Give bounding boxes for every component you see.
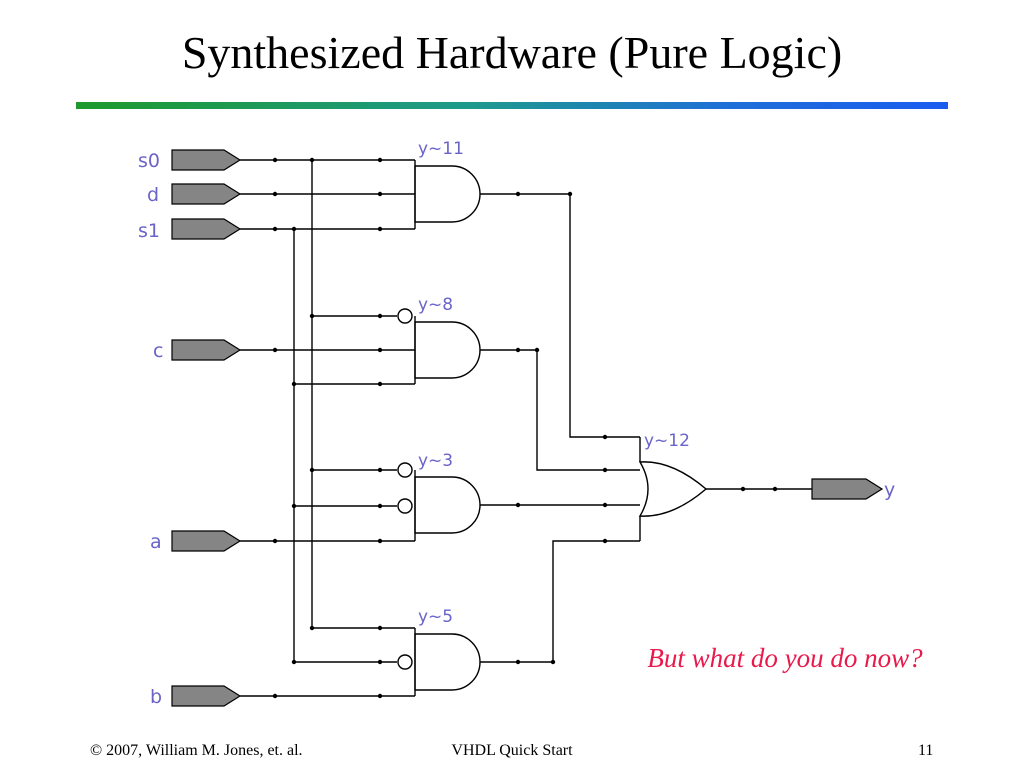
wire-s1	[240, 228, 295, 662]
inverter-bubble	[397, 308, 413, 324]
wire-y11-out	[480, 193, 640, 438]
or-gate-y12: y~12	[638, 431, 708, 541]
and-gate-y8: y~8	[397, 295, 481, 384]
input-pin-a-label: a	[150, 531, 162, 553]
inverter-bubble	[397, 498, 413, 514]
input-pin-s1-label: s1	[138, 220, 160, 242]
footer-copyright: © 2007, William M. Jones, et. al.	[90, 742, 303, 759]
title-underline	[76, 102, 948, 109]
input-pin-b: b	[150, 685, 242, 708]
output-pin-y: y	[811, 478, 895, 501]
slide-title: Synthesized Hardware (Pure Logic)	[181, 27, 843, 78]
gate-label-y5: y~5	[418, 607, 453, 627]
input-pin-s0-label: s0	[138, 150, 160, 172]
input-pin-s1: s1	[138, 218, 242, 242]
input-pin-c-label: c	[153, 340, 163, 362]
input-pin-d: d	[147, 183, 242, 206]
gate-label-y3: y~3	[418, 451, 453, 471]
junction-dots	[272, 157, 778, 699]
input-pin-s0: s0	[138, 149, 242, 172]
inverter-bubble	[397, 462, 413, 478]
wire-y8-out	[480, 349, 640, 471]
input-pin-c: c	[153, 339, 242, 362]
input-pin-a: a	[150, 530, 242, 553]
output-pin-y-label: y	[884, 479, 895, 501]
gate-label-y12: y~12	[644, 431, 690, 451]
gate-label-y11: y~11	[418, 139, 464, 159]
inverter-bubble	[397, 654, 413, 670]
and-gate-y5: y~5	[397, 607, 481, 696]
input-pin-d-label: d	[147, 184, 159, 206]
slide-note: But what do you do now?	[647, 643, 923, 673]
and-gate-y11: y~11	[414, 139, 481, 229]
and-gate-y3: y~3	[397, 451, 481, 541]
footer-course-title: VHDL Quick Start	[451, 742, 573, 759]
input-pin-b-label: b	[150, 686, 162, 708]
footer-page-number: 11	[918, 742, 934, 759]
gate-label-y8: y~8	[418, 295, 453, 315]
